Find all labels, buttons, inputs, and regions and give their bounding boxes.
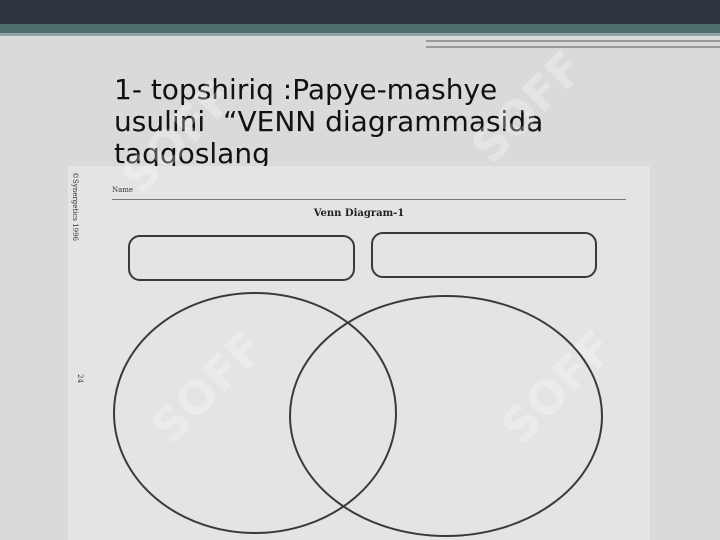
slide-title: 1- topshiriq :Papye-mashye usulini “VENN… — [114, 74, 544, 166]
header-stripe-light — [0, 33, 720, 36]
left-label-box — [128, 235, 355, 281]
decorative-line — [426, 40, 720, 42]
right-circle — [289, 295, 603, 537]
right-label-box — [371, 232, 597, 278]
header-stripe — [0, 24, 720, 33]
worksheet-title: Venn Diagram-1 — [313, 208, 405, 219]
name-underline — [112, 199, 626, 200]
left-circle — [113, 292, 397, 534]
name-label: Name — [112, 186, 134, 194]
venn-diagram — [113, 232, 603, 537]
decorative-line — [426, 46, 720, 48]
header-bar — [0, 0, 720, 24]
venn-worksheet-image: ©Synergetics 1996 24 Name Venn Diagram-1 — [68, 166, 650, 540]
